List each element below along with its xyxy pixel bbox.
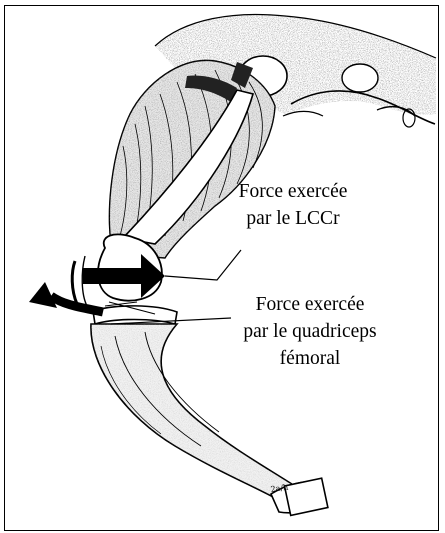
quadriceps-label-line-3: fémoral [215,345,405,372]
quadriceps-force-arrow [29,282,103,312]
figure-frame: 2a/h Force exercée par le LCCr Force exe… [4,5,439,531]
lccr-leader-line [165,250,241,280]
lccr-force-label: Force exercée par le LCCr [223,178,363,232]
lccr-label-line-1: Force exercée [223,178,363,205]
quadriceps-label-line-1: Force exercée [215,291,405,318]
quadriceps-force-label: Force exercée par le quadriceps fémoral [215,291,405,372]
quadriceps-label-line-2: par le quadriceps [215,318,405,345]
knee-illustration: 2a/h [5,6,440,532]
lccr-label-line-2: par le LCCr [223,205,363,232]
